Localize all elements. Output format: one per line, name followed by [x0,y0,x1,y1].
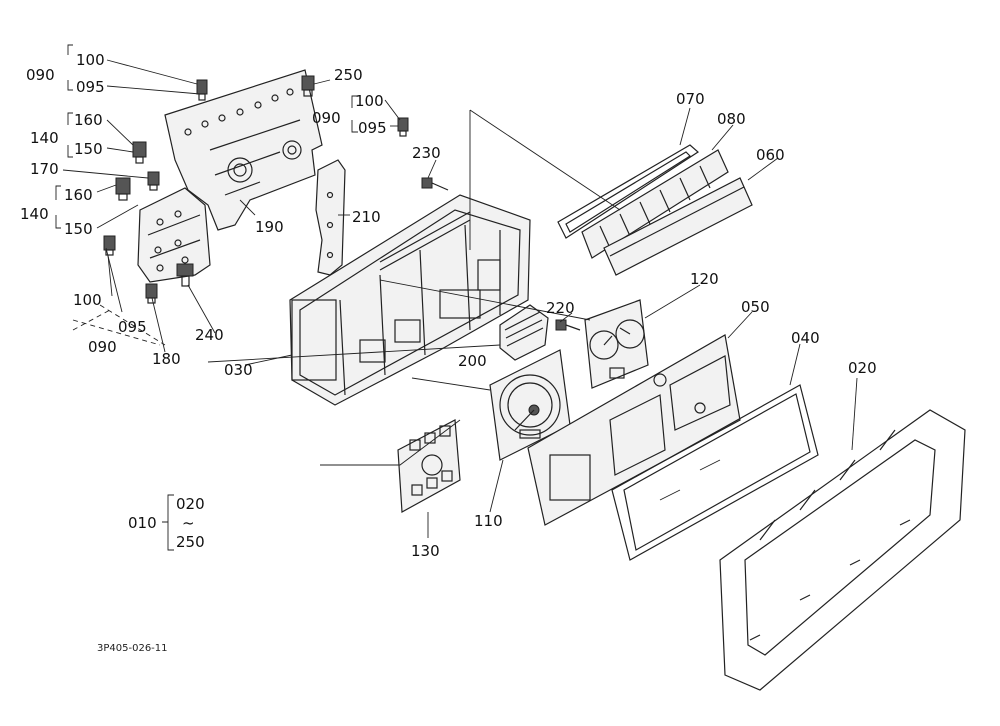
label-120: 120 [690,270,719,288]
label-100-mid: 100 [355,92,384,110]
label-140-top: 140 [30,129,59,147]
label-090-top: 090 [26,66,55,84]
label-030: 030 [224,361,253,379]
label-240: 240 [195,326,224,344]
bulb-socket-100-bot [103,235,116,256]
circuit-board-upper [164,69,323,231]
bulb-socket-180 [145,283,158,304]
gauge-unit-120 [584,299,649,389]
label-100-top: 100 [76,51,105,69]
face-plate-050 [527,334,741,526]
label-200: 200 [458,352,487,370]
leader-lines [55,44,858,551]
label-170: 170 [30,160,59,178]
label-250-range: 250 [176,533,205,551]
gasket-070 [557,144,699,239]
label-range-tilde: ~ [182,514,195,532]
label-095-bot: 095 [118,318,147,336]
label-060: 060 [756,146,785,164]
label-220: 220 [546,299,575,317]
label-180: 180 [152,350,181,368]
label-210: 210 [352,208,381,226]
part-labels: 090 100 095 250 100 090 095 070 080 060 … [20,51,877,654]
label-100-bot: 100 [73,291,102,309]
label-020: 020 [848,359,877,377]
bracket-210 [315,159,346,276]
label-140-mid: 140 [20,205,49,223]
label-050: 050 [741,298,770,316]
bulb-socket-160-mid [115,177,131,201]
bulb-socket-100-mid [397,117,409,137]
bulb-socket-170 [147,171,160,191]
indicator-panel-130 [397,419,461,513]
label-160-top: 160 [74,111,103,129]
label-080: 080 [717,110,746,128]
screw-230 [421,177,449,191]
label-110: 110 [474,512,503,530]
drawing-code: 3P405-026-11 [97,643,168,654]
label-095-mid: 095 [358,119,387,137]
bulb-socket-100-top [196,79,208,101]
label-090-mid: 090 [312,109,341,127]
glass-040 [611,384,819,561]
label-020-range: 020 [176,495,205,513]
bulb-socket-240 [176,263,194,287]
label-010: 010 [128,514,157,532]
lens-strip-060 [603,177,753,276]
label-095-top: 095 [76,78,105,96]
label-070: 070 [676,90,705,108]
label-190: 190 [255,218,284,236]
label-230: 230 [412,144,441,162]
window-strip-080 [581,149,729,259]
label-130: 130 [411,542,440,560]
label-160-mid: 160 [64,186,93,204]
module-200 [499,304,549,361]
label-250: 250 [334,66,363,84]
screw-220 [555,319,581,331]
label-090-bot: 090 [88,338,117,356]
bulb-socket-160-top [132,141,147,164]
circuit-board-lower [137,187,211,283]
label-040: 040 [791,329,820,347]
bulb-socket-250 [301,75,315,97]
label-150-mid: 150 [64,220,93,238]
bezel-020 [719,409,966,691]
label-150-top: 150 [74,140,103,158]
